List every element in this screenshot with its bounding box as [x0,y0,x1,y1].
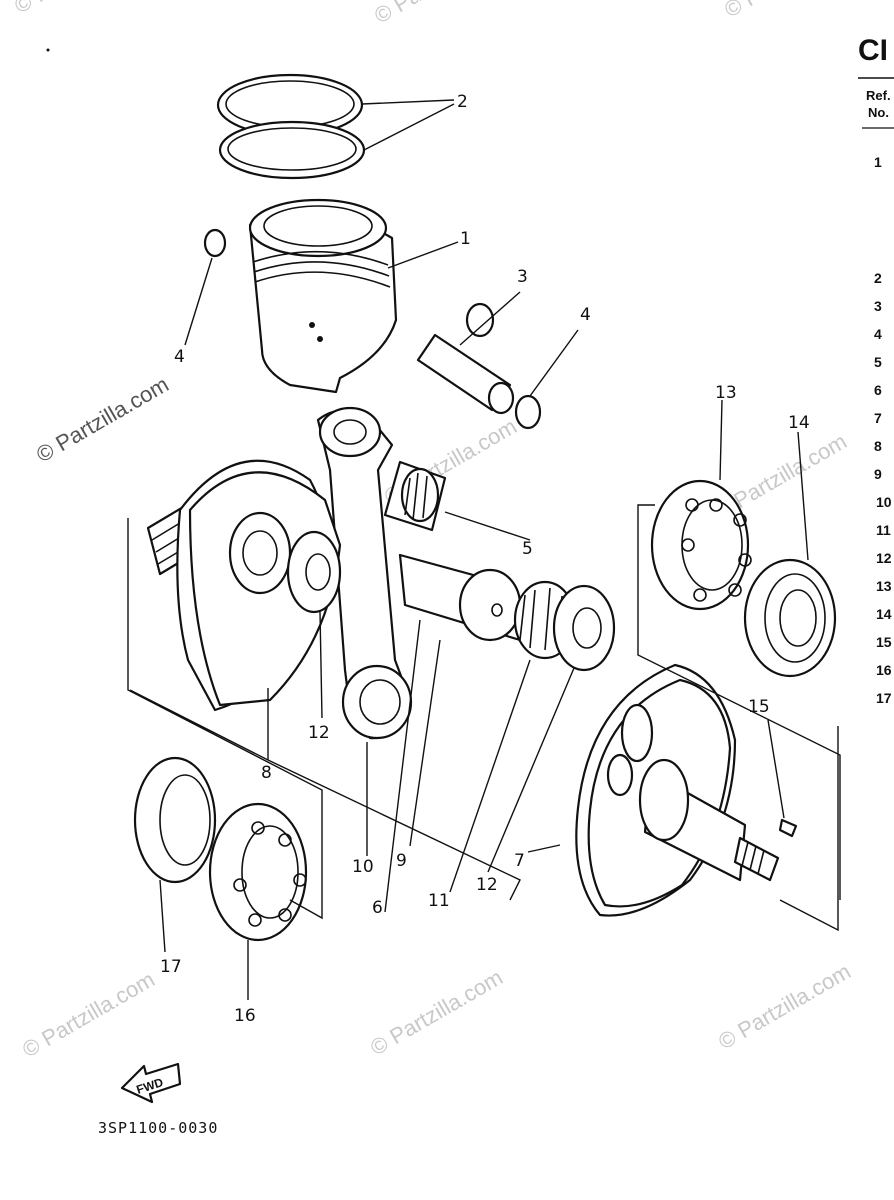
callouts: 1 2 3 4 4 5 6 7 8 9 10 11 12 12 13 14 15… [160,92,810,1026]
callout-9: 9 [396,851,407,871]
speck [46,48,50,52]
oil-seal-lower [133,756,217,953]
ref-col-label-1: Ref. [866,88,891,103]
callout-15: 15 [748,697,770,717]
ref-number: 9 [874,466,882,482]
ref-number: 2 [874,270,882,286]
watermark-7: © Partzilla.com [18,967,159,1063]
watermark-2: © Partzilla.com [370,0,511,28]
watermark-8: © Partzilla.com [366,965,507,1061]
callout-10: 10 [352,857,374,877]
piston-pin [416,291,521,415]
crank-pin [384,553,522,913]
callout-13: 13 [715,383,737,403]
ref-number: 3 [874,298,882,314]
callout-6: 6 [372,898,383,918]
callout-7: 7 [514,851,525,871]
connecting-rod [316,406,413,856]
watermark-3: © Partzilla.com [720,0,861,22]
callout-5: 5 [522,539,533,559]
callout-17: 17 [160,957,182,977]
crankshaft-right [527,663,780,917]
callout-8: 8 [261,763,272,783]
bearing-lower [208,802,308,1000]
callout-1: 1 [460,229,471,249]
crankshaft-left [146,459,342,760]
callout-12-right: 12 [476,875,498,895]
ref-number: 6 [874,382,882,398]
callout-4-right: 4 [580,305,591,325]
callout-2: 2 [457,92,468,112]
small-end-bearing [383,460,531,541]
ref-number: 4 [874,326,882,342]
ref-col-label-2: No. [868,105,889,120]
ref-number: 8 [874,438,882,454]
piston-rings [216,73,455,180]
assembly-bracket-right [637,504,841,932]
assembly-bracket-left [127,518,521,920]
piston-pin-clips [184,228,579,430]
callout-11: 11 [428,891,450,911]
ref-number: 15 [876,634,892,650]
watermark-4: © Partzilla.com [32,372,173,468]
ref-number: 16 [876,662,892,678]
callout-12-left: 12 [308,723,330,743]
callout-16: 16 [234,1006,256,1026]
woodruff-key [767,719,798,838]
bearing-upper [650,399,752,611]
ref-number: 11 [876,522,891,538]
ref-number: 1 [874,154,882,170]
ref-number: 17 [876,690,892,706]
ref-number: 14 [876,606,892,622]
callout-14: 14 [788,413,810,433]
drawing-code: 3SP1100-0030 [98,1119,218,1137]
watermark-9: © Partzilla.com [714,959,855,1055]
ref-number: 7 [874,410,882,426]
thrust-washer-right [487,584,616,873]
forward-arrow: FWD [120,1062,182,1104]
callout-4-left: 4 [174,347,185,367]
section-title: CI [858,34,888,67]
watermark-1: © Partzilla.com [10,0,151,18]
ref-number: 13 [876,578,892,594]
ref-number: 10 [876,494,892,510]
piston [248,198,495,394]
ref-number: 12 [876,550,892,566]
ref-number: 5 [874,354,882,370]
oil-seal-upper [743,431,837,678]
callout-3: 3 [517,267,528,287]
